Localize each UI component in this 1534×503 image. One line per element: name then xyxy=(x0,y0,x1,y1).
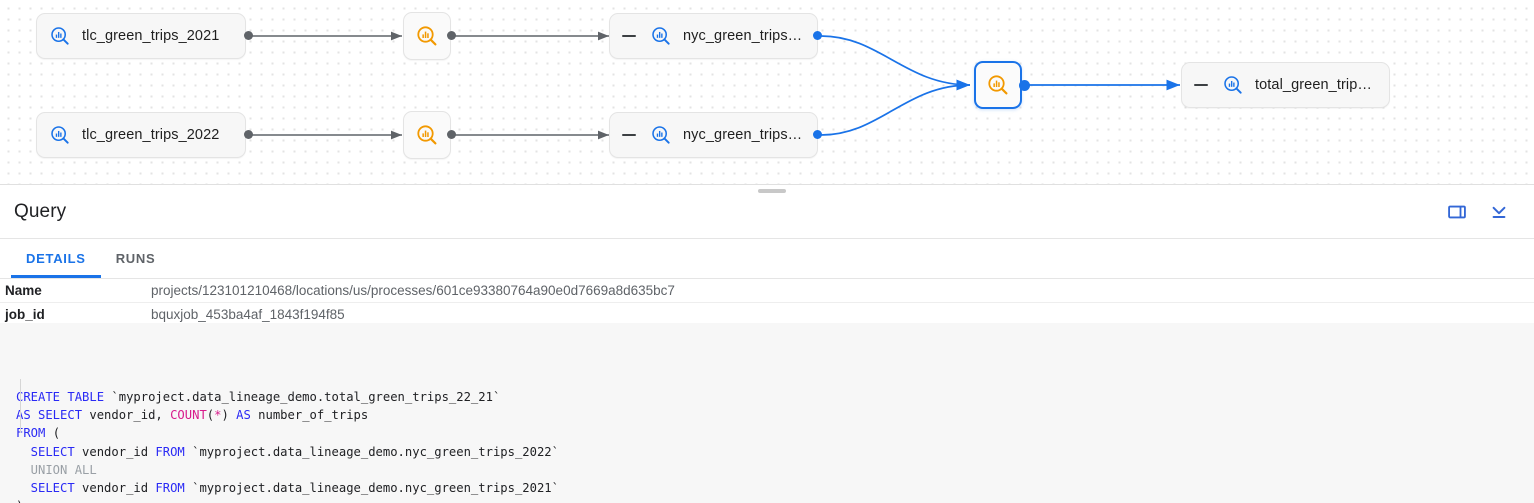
lineage-node-process-selected[interactable] xyxy=(974,61,1022,109)
lineage-node-label: nyc_green_trips… xyxy=(683,28,803,44)
lineage-node-label: nyc_green_trips… xyxy=(683,127,803,143)
connector-dot-out-tlc-2022[interactable] xyxy=(244,130,253,139)
lineage-node-nyc-green-trips-2022[interactable]: nyc_green_trips… xyxy=(609,112,818,158)
connector-dot-out-process-2[interactable] xyxy=(447,130,456,139)
table-search-icon xyxy=(49,124,71,146)
panel-resize-handle[interactable] xyxy=(758,189,786,193)
collapse-dash-icon[interactable] xyxy=(622,35,636,37)
connector-dot-out-process-1[interactable] xyxy=(447,31,456,40)
canvas-divider xyxy=(0,184,1534,185)
detail-value: bquxjob_453ba4af_1843f194f85 xyxy=(151,307,345,322)
tab-details-label: DETAILS xyxy=(26,250,86,266)
table-search-icon xyxy=(650,124,672,146)
query-panel: Query DETAILS xyxy=(0,185,1534,503)
connector-dot-out-tlc-2021[interactable] xyxy=(244,31,253,40)
query-tabs: DETAILS RUNS xyxy=(0,239,1534,279)
lineage-node-nyc-green-trips-2021[interactable]: nyc_green_trips… xyxy=(609,13,818,59)
collapse-panel-icon[interactable] xyxy=(1486,199,1512,225)
tab-runs-label: RUNS xyxy=(115,250,156,266)
sql-code-line: UNION ALL xyxy=(16,462,97,477)
panel-header-actions xyxy=(1444,199,1520,225)
sql-code-line: CREATE TABLE `myproject.data_lineage_dem… xyxy=(16,390,501,405)
lineage-canvas[interactable]: tlc_green_trips_2021 tlc_green_trips_202… xyxy=(0,0,1534,185)
query-panel-header: Query xyxy=(0,185,1534,239)
tab-details[interactable]: DETAILS xyxy=(11,238,101,278)
sql-code-lines: CREATE TABLE `myproject.data_lineage_dem… xyxy=(16,388,1534,503)
detail-value: projects/123101210468/locations/us/proce… xyxy=(151,283,675,298)
lineage-node-total-green-trips[interactable]: total_green_trip… xyxy=(1181,62,1390,108)
detail-key: job_id xyxy=(5,307,45,322)
connector-dot-out-nyc-2022[interactable] xyxy=(813,130,822,139)
process-search-icon xyxy=(415,24,439,48)
connector-dot-out-process-selected[interactable] xyxy=(1019,80,1030,91)
lineage-node-tlc-green-trips-2021[interactable]: tlc_green_trips_2021 xyxy=(36,13,246,59)
sql-code-line: SELECT vendor_id FROM `myproject.data_li… xyxy=(16,480,559,495)
tab-runs[interactable]: RUNS xyxy=(101,238,171,278)
sql-code-block[interactable]: CREATE TABLE `myproject.data_lineage_dem… xyxy=(0,323,1534,503)
collapse-dash-icon[interactable] xyxy=(1194,84,1208,86)
query-details-list: Name projects/123101210468/locations/us/… xyxy=(0,279,1534,327)
lineage-node-tlc-green-trips-2022[interactable]: tlc_green_trips_2022 xyxy=(36,112,246,158)
lineage-node-label: total_green_trip… xyxy=(1255,77,1372,93)
sql-code-line: AS SELECT vendor_id, COUNT(*) AS number_… xyxy=(16,408,369,423)
table-search-icon xyxy=(650,25,672,47)
lineage-node-label: tlc_green_trips_2022 xyxy=(82,127,220,143)
sql-code-line: ) xyxy=(16,497,1534,503)
process-search-icon xyxy=(415,123,439,147)
lineage-node-label: tlc_green_trips_2021 xyxy=(82,28,220,44)
table-search-icon xyxy=(49,25,71,47)
lineage-node-process-1[interactable] xyxy=(403,12,451,60)
detail-key: Name xyxy=(5,283,42,298)
split-panel-icon[interactable] xyxy=(1444,199,1470,225)
detail-row-name: Name projects/123101210468/locations/us/… xyxy=(0,279,1534,303)
lineage-node-process-2[interactable] xyxy=(403,111,451,159)
table-search-icon xyxy=(1222,74,1244,96)
sql-code-line: SELECT vendor_id FROM `myproject.data_li… xyxy=(16,444,559,459)
connector-dot-out-nyc-2021[interactable] xyxy=(813,31,822,40)
indent-guide xyxy=(20,379,21,433)
page-title: Query xyxy=(14,200,67,222)
process-search-icon xyxy=(986,73,1010,97)
collapse-dash-icon[interactable] xyxy=(622,134,636,136)
sql-code-line: FROM ( xyxy=(16,426,61,441)
